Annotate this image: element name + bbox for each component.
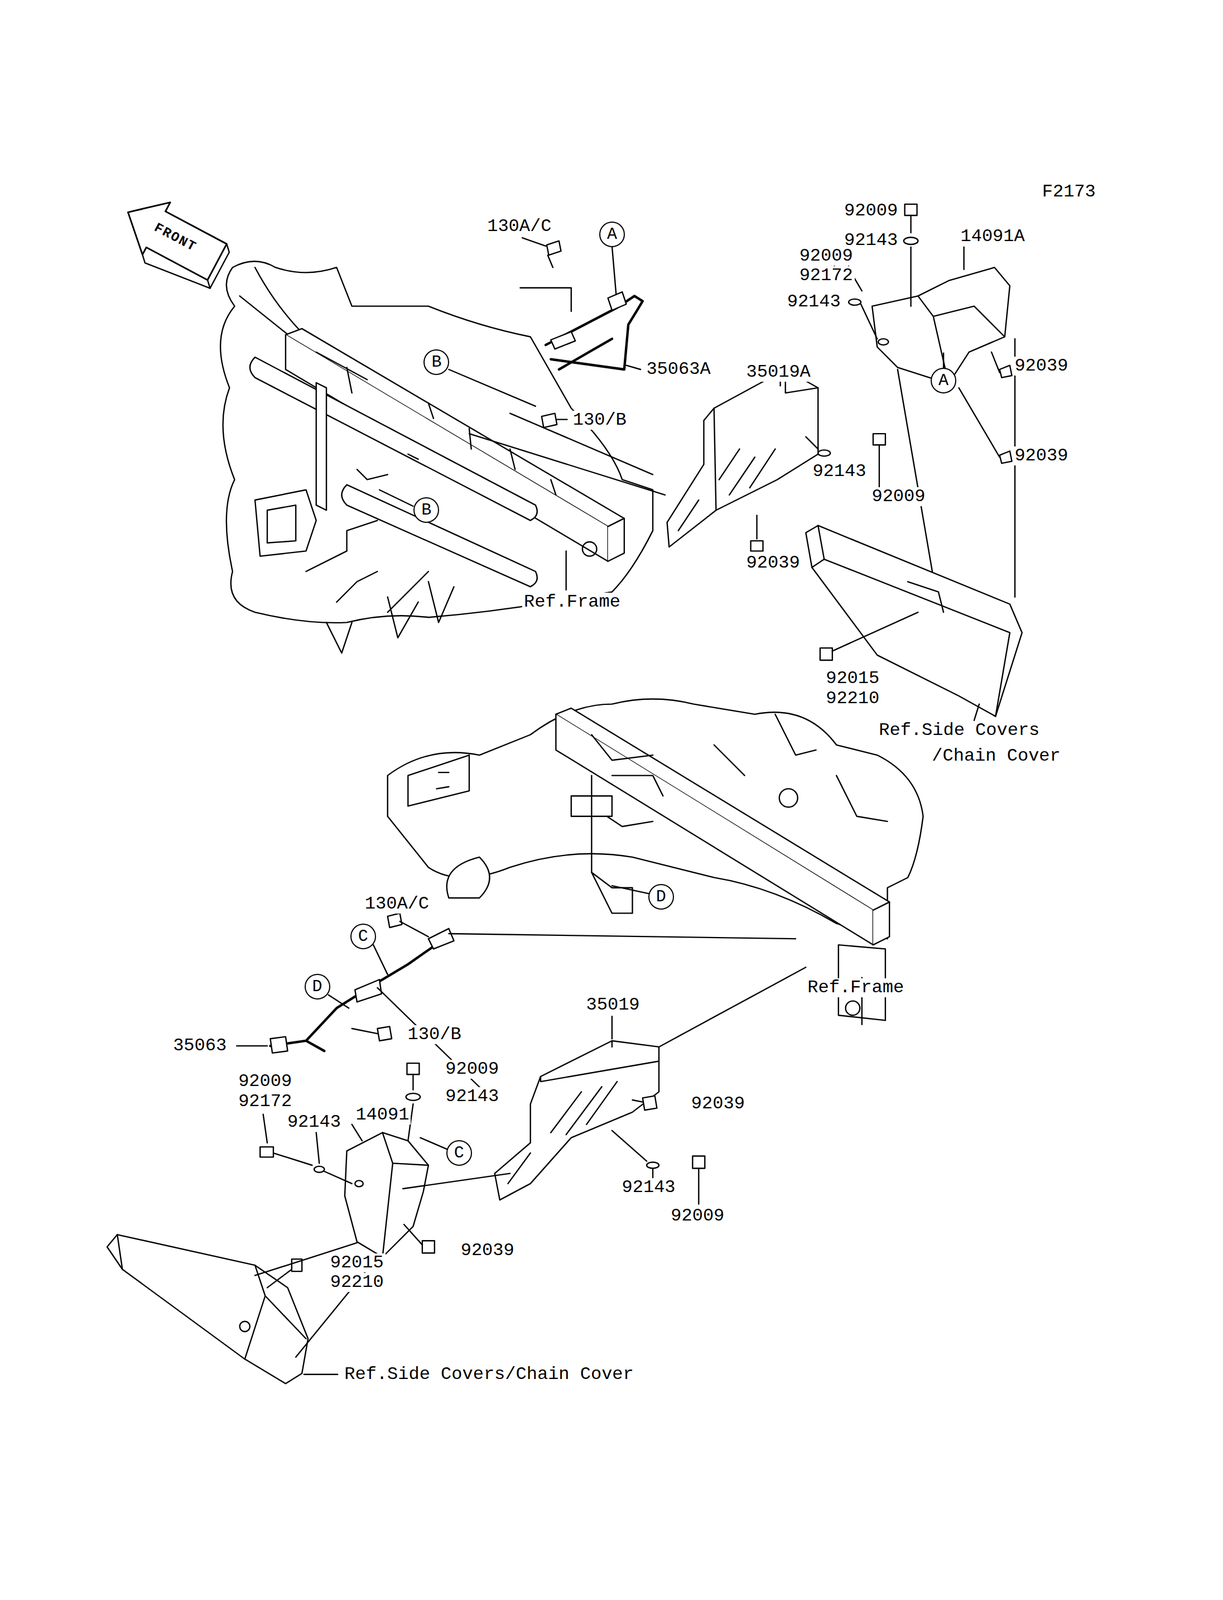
reference-letter: C <box>454 1144 465 1162</box>
part-number: 92009 <box>842 201 900 221</box>
part-number: 92143 <box>785 292 843 312</box>
part-number: 92015 <box>824 668 881 688</box>
reference-circle: A <box>930 367 957 394</box>
reference-note: Ref.Side Covers/Chain Cover <box>342 1364 635 1384</box>
reference-letter: A <box>607 225 618 243</box>
part-number: 130A/C <box>363 894 431 914</box>
part-number: /Chain Cover <box>930 746 1062 766</box>
part-number: 92172 <box>236 1091 294 1111</box>
part-number: 92009 <box>236 1071 294 1091</box>
part-number: 35063 <box>171 1036 229 1056</box>
reference-note: Ref.Frame <box>805 978 906 998</box>
reference-circle: B <box>413 497 440 523</box>
part-number: 92172 <box>797 266 855 286</box>
part-number: 35019A <box>744 362 813 382</box>
reference-letter: B <box>421 501 432 519</box>
part-number: 14091 <box>353 1105 411 1125</box>
part-number: 92009 <box>668 1206 726 1226</box>
part-number: 130/B <box>571 410 629 430</box>
part-number: F2173 <box>1040 182 1098 202</box>
reference-circle: D <box>648 883 674 910</box>
reference-circle: A <box>599 221 625 248</box>
part-number: 92143 <box>620 1177 678 1197</box>
reference-letter: C <box>358 927 369 945</box>
reference-note: Ref.Frame <box>522 592 623 612</box>
part-number: 92009 <box>797 246 855 266</box>
part-number: 92039 <box>1012 446 1070 466</box>
part-number: 35063A <box>644 359 712 379</box>
part-number: 92210 <box>328 1272 386 1292</box>
part-number: 35019 <box>584 995 642 1015</box>
part-number: 92039 <box>459 1240 517 1260</box>
reference-letter: D <box>312 978 323 995</box>
part-number: 92015 <box>328 1253 386 1273</box>
part-number: 92143 <box>810 461 868 481</box>
reference-circle: C <box>350 923 377 950</box>
part-number: 92143 <box>285 1112 343 1132</box>
reference-note: Ref.Side Covers <box>877 720 1042 740</box>
part-number: 130/B <box>406 1024 464 1044</box>
reference-letter: A <box>938 372 949 389</box>
part-number: 130A/C <box>485 217 553 237</box>
reference-circle: D <box>304 973 331 1000</box>
reference-letter: B <box>431 353 442 371</box>
part-number: 92009 <box>443 1059 501 1079</box>
reference-letter: D <box>656 888 667 905</box>
part-number: 92039 <box>1012 356 1070 376</box>
part-number: 92039 <box>744 553 802 573</box>
reference-circle: C <box>446 1139 473 1166</box>
part-number: 92039 <box>689 1094 747 1114</box>
part-number: 92009 <box>869 487 927 507</box>
part-number: 92143 <box>443 1086 501 1106</box>
part-number: 14091A <box>958 227 1027 247</box>
part-number: 92210 <box>824 689 881 709</box>
